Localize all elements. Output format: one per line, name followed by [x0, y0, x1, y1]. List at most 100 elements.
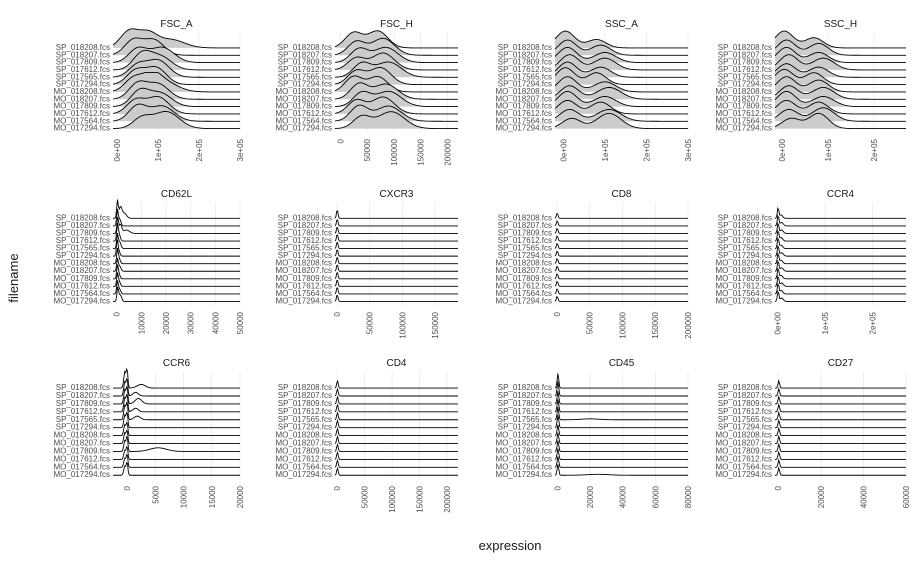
y-tick-label: MO_017564.fcs: [276, 116, 332, 125]
y-tick-label: MO_018207.fcs: [716, 266, 772, 275]
x-tick-label: 200000: [684, 311, 693, 338]
x-tick-label: 40000: [859, 485, 868, 508]
y-tick-label: MO_017612.fcs: [496, 281, 552, 290]
ridge-line: [113, 429, 240, 444]
x-tick-label: 0: [336, 138, 345, 143]
ridge-fill: [555, 91, 688, 107]
y-tick-label: SP_018207.fcs: [56, 50, 110, 59]
ridge-mask: [113, 430, 240, 444]
ridge-fill: [555, 67, 688, 85]
y-tick-label: SP_017612.fcs: [278, 236, 332, 245]
ridge-mask: [775, 436, 906, 444]
x-tick-label: 100000: [388, 485, 397, 512]
y-tick-label: MO_018208.fcs: [54, 259, 110, 268]
y-tick-label: MO_017612.fcs: [716, 281, 772, 290]
y-tick-label: SP_017565.fcs: [56, 415, 110, 424]
y-tick-label: MO_017564.fcs: [496, 116, 552, 125]
ridge-line: [774, 410, 906, 421]
ridge-mask: [335, 210, 458, 219]
ridge-mask: [555, 289, 688, 294]
ridge-fill: [775, 47, 906, 63]
y-tick-label: MO_017564.fcs: [276, 289, 332, 298]
ridge-line: [774, 54, 906, 71]
ridge-line: [554, 424, 688, 437]
ridge-mask: [555, 266, 688, 272]
ridge-fill: [775, 107, 906, 122]
y-tick-label: SP_017565.fcs: [498, 72, 552, 81]
ridge-mask: [335, 444, 458, 452]
y-tick-label: SP_018208.fcs: [56, 383, 110, 392]
ridge-line: [774, 442, 906, 452]
x-tick-label: 200000: [443, 485, 452, 512]
ridge-line: [112, 66, 240, 86]
ridge-line: [334, 379, 458, 389]
panel-title: FSC_A: [160, 19, 193, 30]
ridge-line: [775, 466, 906, 476]
y-tick-label: SP_018207.fcs: [498, 50, 552, 59]
ridge-line: [554, 90, 688, 108]
y-tick-label: SP_017612.fcs: [498, 65, 552, 74]
ridge-mask: [555, 213, 688, 219]
ridge-mask: [335, 452, 458, 460]
y-tick-label: MO_017564.fcs: [496, 462, 552, 471]
ridge-mask: [335, 257, 458, 264]
ridge-line: [113, 435, 240, 452]
y-tick-label: SP_017612.fcs: [278, 65, 332, 74]
x-tick-label: 50000: [366, 311, 375, 334]
ridge-line: [554, 265, 688, 272]
y-tick-label: MO_017612.fcs: [496, 109, 552, 118]
x-tick-label: 10000: [180, 485, 189, 508]
panel-cd62l: SP_018208.fcsSP_018207.fcsSP_017809.fcsS…: [54, 189, 245, 334]
panel-title: FSC_H: [380, 19, 413, 30]
y-tick-label: MO_017809.fcs: [496, 274, 552, 283]
ridge-mask: [335, 235, 458, 242]
ridge-line: [774, 214, 906, 227]
x-tick-label: 100000: [398, 311, 407, 338]
ridge-line: [554, 288, 688, 295]
ridge-line: [334, 249, 458, 257]
ridge-line: [112, 103, 240, 122]
y-tick-label: SP_018208.fcs: [498, 213, 552, 222]
ridge-mask: [335, 412, 458, 420]
ridge-mask: [775, 208, 906, 219]
ridge-mask: [775, 246, 906, 257]
ridge-line: [334, 458, 458, 468]
x-tick-label: 0e+00: [778, 138, 787, 161]
ridge-mask: [555, 424, 688, 436]
ridge-mask: [555, 415, 688, 428]
panel-title: CD62L: [161, 189, 193, 200]
panel-ccr4: SP_018208.fcsSP_018207.fcsSP_017809.fcsS…: [716, 189, 906, 334]
ridge-mask: [775, 452, 906, 460]
y-tick-label: SP_018207.fcs: [718, 221, 772, 230]
ridge-mask: [555, 258, 688, 264]
ridge-line: [112, 80, 240, 100]
ridge-mask: [775, 291, 906, 302]
y-tick-label: MO_017294.fcs: [716, 470, 772, 479]
y-tick-label: MO_017809.fcs: [496, 446, 552, 455]
y-tick-label: MO_017612.fcs: [716, 454, 772, 463]
panel-title: CD45: [609, 358, 635, 369]
ridge-line: [334, 90, 458, 108]
ridge-mask: [335, 287, 458, 294]
y-tick-label: MO_018207.fcs: [496, 94, 552, 103]
y-tick-label: SP_018208.fcs: [278, 43, 332, 52]
ridge-line: [334, 242, 458, 250]
ridge-mask: [113, 454, 240, 468]
y-tick-label: SP_017294.fcs: [278, 251, 332, 260]
ridge-mask: [113, 208, 240, 226]
ridge-line: [774, 267, 906, 280]
x-tick-label: 20000: [236, 485, 245, 508]
y-tick-label: MO_018207.fcs: [276, 266, 332, 275]
ridge-line: [334, 210, 458, 219]
y-tick-label: MO_018208.fcs: [276, 259, 332, 268]
y-tick-label: SP_017294.fcs: [498, 423, 552, 432]
y-tick-label: SP_017294.fcs: [718, 251, 772, 260]
x-tick-label: 0: [774, 485, 783, 490]
y-tick-label: MO_017564.fcs: [716, 116, 772, 125]
ridge-mask: [555, 399, 688, 412]
y-tick-label: SP_017612.fcs: [718, 407, 772, 416]
ridge-line: [774, 206, 906, 219]
ridge-mask: [555, 391, 688, 404]
y-tick-label: MO_017294.fcs: [54, 296, 110, 305]
